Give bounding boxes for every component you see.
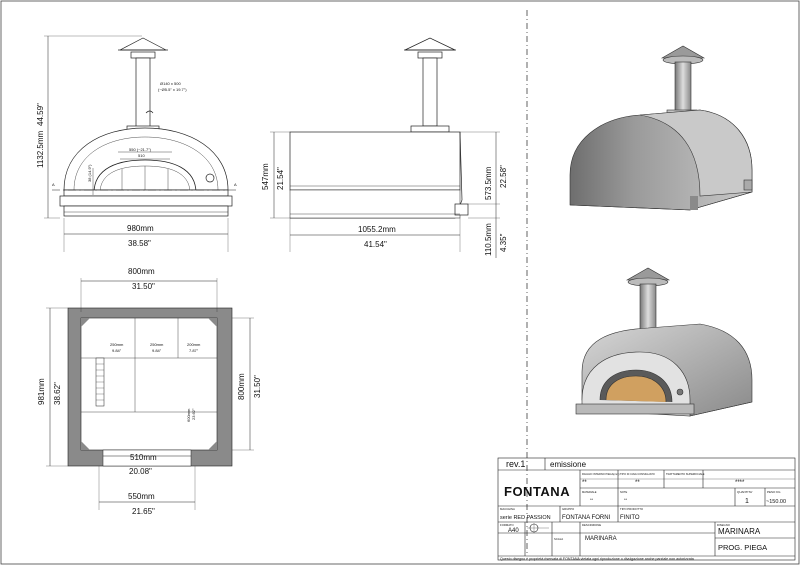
product-value: FINITO [620,515,640,521]
front-width-mm: 980mm [127,224,154,233]
company-logo: FONTANA [504,484,570,499]
group-label: GRUPPO [562,507,575,511]
quantity-label: QUANTITA' [737,490,753,494]
value-c: **** [735,480,745,486]
plan-top-width-in: 31.50" [132,282,155,291]
tile-2-in: 9.84" [152,348,162,353]
side-depth-in: 41.54" [364,240,387,249]
sheet-label: PROG. PIEGA [718,543,767,552]
dome-height-in: 22.58" [499,165,508,188]
value-b: ** [635,480,640,486]
col-header-treatment: TRATTAMENTO SUPERFICIALE [666,472,705,476]
tile-1-in: 9.84" [112,348,122,353]
material-label: MATERIALE [582,490,597,494]
isometric-back-view [569,45,753,211]
revision-description: emissione [550,460,587,469]
weight-value: ~150.00 [766,499,786,505]
side-height-mm: 547mm [261,163,270,190]
front-view-labels: Ø140 x 500 (~Ø5.5" x 19.7") 550 (~21.7")… [36,81,237,248]
plan-top-width-mm: 800mm [128,267,155,276]
tile-3-in: 7.87" [189,348,199,353]
tile-2-mm: 250mm [150,342,164,347]
plan-outer-height-mm: 981mm [37,378,46,405]
section-marker-right: A [234,182,237,187]
scale-label: SCALA [554,537,563,541]
base-height-in: 4.35" [499,233,508,252]
chimney-note-2: (~Ø5.5" x 19.7") [158,87,187,92]
col-header-cava: TIPO DI CAVA CONSIGLIATO [620,472,655,476]
side-view-labels: 547mm 21.54" 573.5mm 22.58" 110.5mm 4.35… [261,163,508,256]
isometric-front-view [575,267,753,417]
mouth-inner-width-label: 510 [138,153,145,158]
tile-1-mm: 250mm [110,342,124,347]
plan-inner-height-in: 31.50" [253,375,262,398]
revision: rev.1 [506,459,525,469]
notes-label: NOTE [620,490,627,494]
group-value: FONTANA FORNI [562,515,611,521]
machine-value: serie RED PASSION [500,515,551,521]
tile-3-mm: 200mm [187,342,201,347]
plan-view-labels: 800mm 31.50" 250mm 9.84" 250mm 9.84" 200… [37,267,262,516]
plan-inner-height-mm: 800mm [237,373,246,400]
tile-side-mm: 600mm [186,408,191,422]
value-a: ** [582,480,587,486]
tile-side-in: 23.62" [191,408,196,420]
format-value: A40 [508,528,519,534]
title-block-text: rev.1 emissione FONTANA RAGGIO INTERNO P… [500,459,786,561]
value-d: ** [590,497,594,502]
title-block [497,457,796,561]
format-label: FORMATO [500,523,515,527]
side-view [270,37,500,258]
plan-outer-height-in: 38.62" [53,382,62,405]
weight-label: PESO KG [767,490,781,494]
section-marker-left: A [52,182,55,187]
base-height-mm: 110.5mm [484,223,493,256]
front-height-mm: 1132.5mm [36,130,45,168]
front-view [44,35,238,252]
side-depth-mm: 1055.2mm [358,225,396,234]
plan-mouth-outer-in: 21.65" [132,507,155,516]
front-width-in: 38.58" [128,239,151,248]
plan-view [46,278,254,510]
description-value: MARINARA [585,536,617,542]
plan-mouth-outer-mm: 550mm [128,492,155,501]
mouth-height-label: 38 (14.9") [87,164,92,182]
quantity-value: 1 [745,498,749,505]
drawing-value: MARINARA [718,527,761,536]
plan-mouth-inner-in: 20.08" [129,467,152,476]
copyright-footer: Questo disegno è proprietà riservata di … [500,557,694,561]
machine-label: MACCHINA [500,507,515,511]
drawing-label: DISEGNO [717,523,731,527]
mouth-width-label: 550 (~21.7") [129,147,152,152]
front-height-in: 44.59" [36,103,45,126]
value-e: ** [624,497,628,502]
product-label: TIPO PRODOTTO [620,507,644,511]
chimney-note-1: Ø140 x 500 [160,81,181,86]
plan-mouth-inner-mm: 510mm [130,453,157,462]
dome-height-mm: 573.5mm [484,166,493,200]
col-header-bend-radius: RAGGIO INTERNO PIEGA(mm) [582,472,620,476]
side-height-in: 21.54" [276,167,285,190]
description-label: DESCRIZIONE [582,523,601,527]
